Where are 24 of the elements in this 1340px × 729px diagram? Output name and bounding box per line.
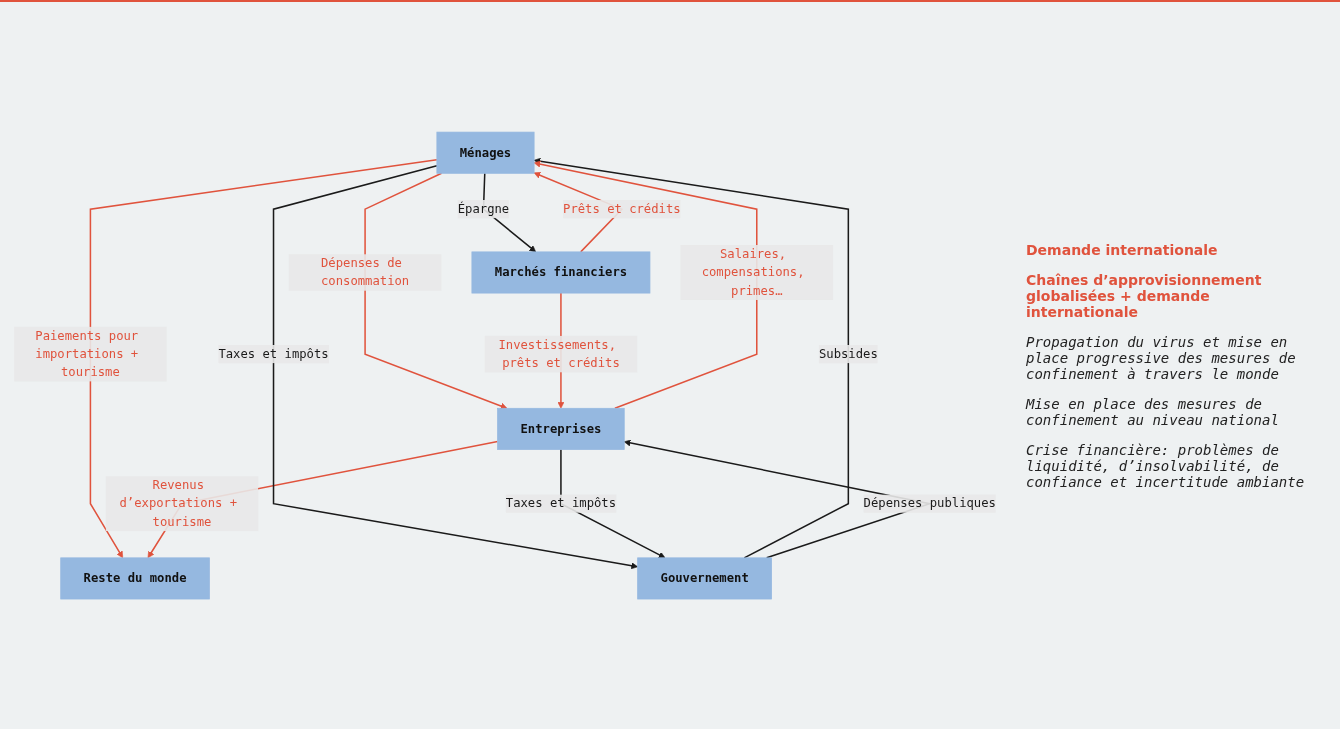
note: Mise en place des mesures de confinement au niveau national [1026, 395, 1280, 428]
node-box: Marchés financiers [471, 251, 651, 294]
edge-label: Épargne [457, 201, 510, 216]
node-box: Gouvernement [637, 557, 772, 600]
note: Propagation du virus et mise en place progressive des mesures de confinement à travers le monde [1026, 333, 1297, 382]
edge-label: Subsides [818, 346, 878, 361]
edge-label: Salaires, compensations, primes… [701, 246, 805, 298]
edge-label: Revenus d’exportations + tourisme [119, 477, 238, 529]
flow-label: Demande internationale [1026, 241, 1219, 258]
note: Crise financière: problèmes de liquidité, d’insolvabilité, de confiance et incertitude ambiante [1026, 441, 1306, 490]
node-box: Entreprises [497, 407, 625, 450]
edge-label: Investissements, prêts et crédits [498, 337, 620, 371]
edge-label: Prêts et crédits [563, 201, 681, 216]
arrow [272, 164, 638, 569]
node-box: Reste du monde [60, 557, 210, 600]
arrow [364, 172, 508, 410]
arrow [89, 158, 438, 559]
node-box: Ménages [436, 131, 535, 174]
edge-label: Taxes et impôts [505, 495, 617, 511]
flow-label: Chaînes d’approvisionnement globalisées + demande internationale [1026, 271, 1263, 320]
edge-label: Dépenses publiques [863, 495, 996, 511]
edge-label: Paiements pour importations + tourisme [35, 328, 139, 380]
edge-label: Dépenses de consommation [320, 255, 410, 289]
edge-label: Taxes et impôts [218, 346, 329, 361]
